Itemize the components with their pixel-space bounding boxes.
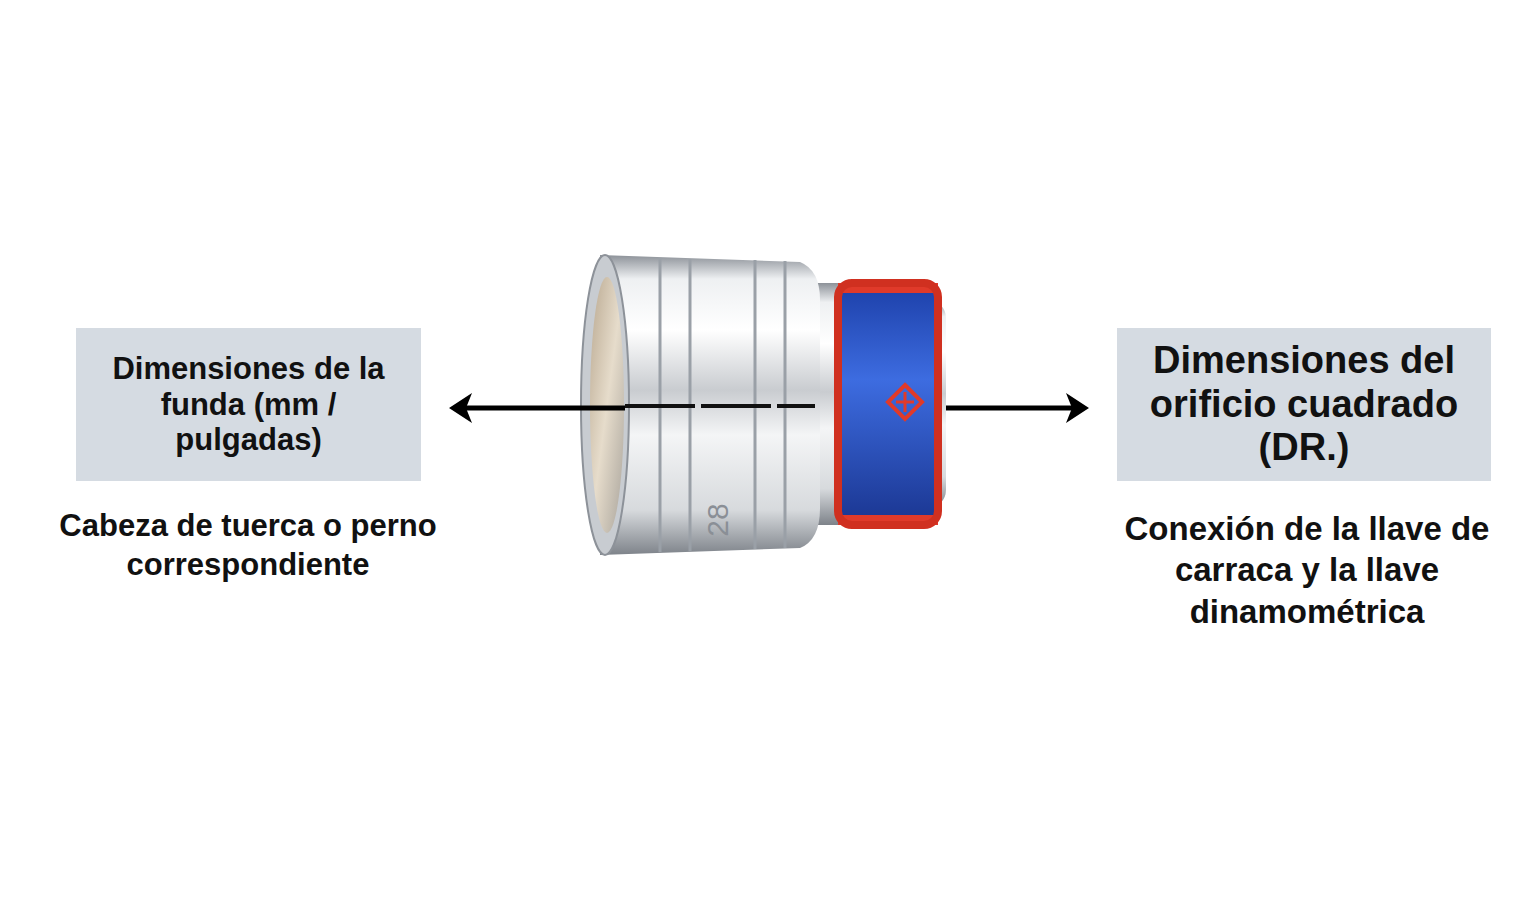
socket-body [600, 255, 820, 555]
band-edge [838, 283, 938, 525]
label-box: Dimensiones del orificio cuadrado (DR.) [1117, 328, 1491, 481]
open-end [581, 255, 629, 555]
brand-logo [888, 385, 922, 419]
twelve-point-opening [590, 277, 624, 533]
engraved-size: 28 [703, 490, 733, 550]
box-heading: Dimensiones de la funda (mm / pulgadas) [88, 351, 409, 458]
arrowhead [1066, 393, 1089, 423]
leader-arrow [466, 406, 625, 411]
description-text: Conexión de la llave de carraca y la lla… [1107, 508, 1507, 632]
arrowhead [449, 393, 472, 423]
centre-line [625, 404, 815, 408]
description-text: Cabeza de tuerca o perno correspondiente [38, 507, 458, 585]
label-box: Dimensiones de la funda (mm / pulgadas) [76, 328, 421, 481]
box-heading: Dimensiones del orificio cuadrado (DR.) [1129, 339, 1479, 470]
leader-arrow [946, 406, 1072, 411]
blue-band [838, 283, 938, 525]
